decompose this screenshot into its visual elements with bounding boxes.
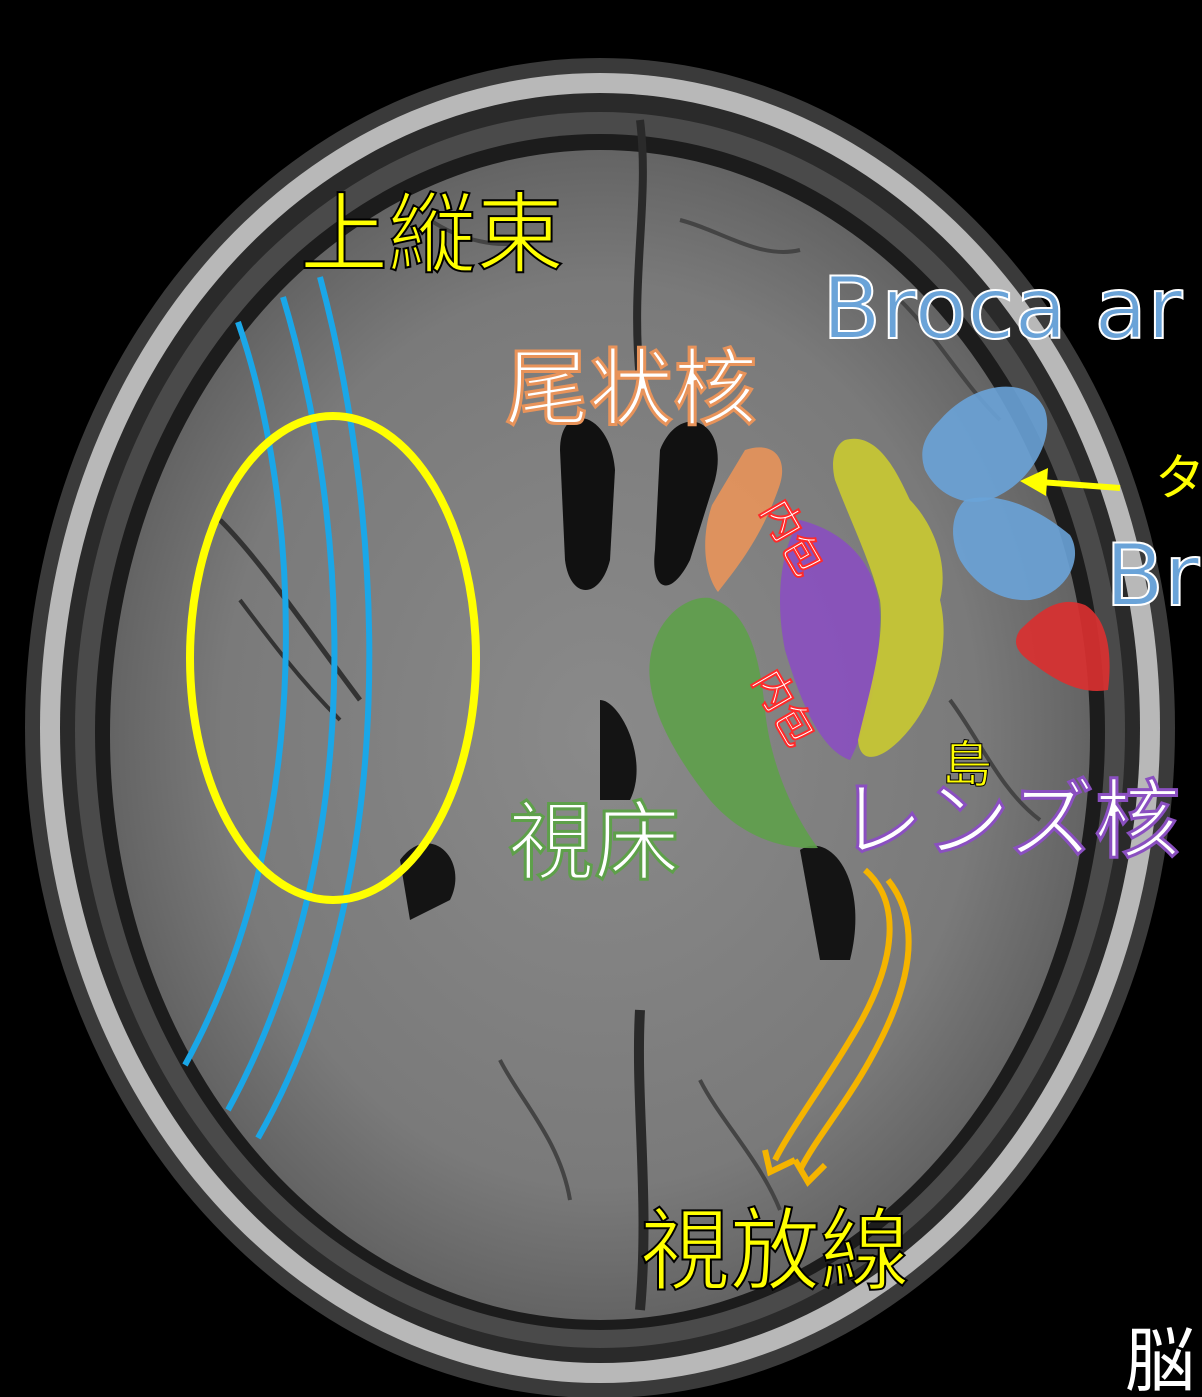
corner-glyph: 脳 bbox=[1125, 1320, 1195, 1397]
caudate-label: 尾状核 bbox=[505, 340, 757, 438]
thalamus-label: 視床 bbox=[508, 793, 680, 893]
optic-radiation-label: 視放線 bbox=[640, 1199, 910, 1304]
broca-area-label: Broca ar bbox=[822, 259, 1183, 359]
lentiform-label: レンズ核 bbox=[838, 771, 1180, 871]
broca-short-label: Br bbox=[1105, 526, 1200, 626]
slf-label: 上縦束 bbox=[300, 183, 564, 286]
ext-arrow-label: タ bbox=[1155, 449, 1202, 507]
